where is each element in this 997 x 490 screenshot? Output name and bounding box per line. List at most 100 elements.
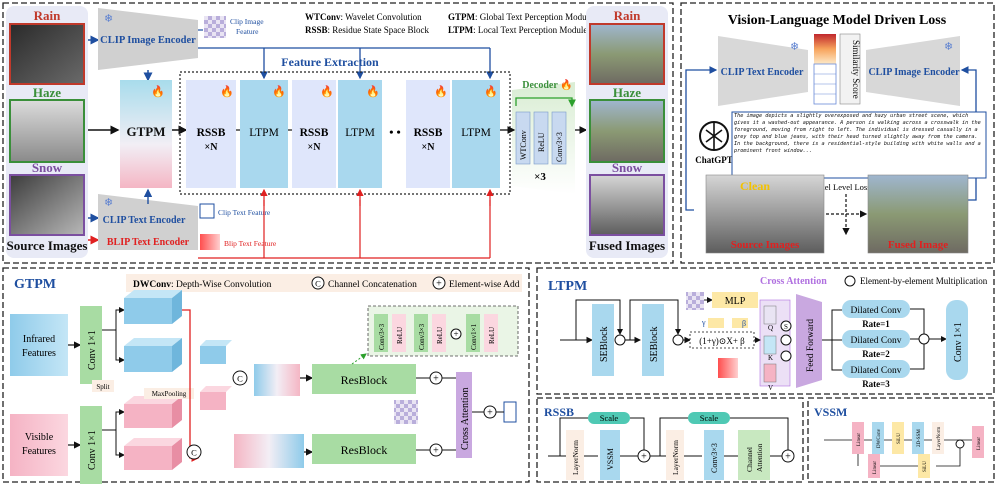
dilated-conv-2 [842,330,910,348]
snowflake-icon: ❄ [944,41,953,53]
times-3-label: ×3 [534,171,546,183]
decoder-wtconv-label: WTConv [519,130,528,160]
conv1x1-ir-label: Conv 1×1 [87,330,98,370]
rssb-panel-title: RSSB [544,405,574,419]
fused-label-snow: Snow [612,160,643,175]
source-label-rain: Rain [34,8,62,23]
maxpooling-label: MaxPooling [152,390,187,398]
dilated-conv-3-label: Dilated Conv [851,366,902,376]
rssb-vssm-label: VSSM [606,448,615,470]
svg-text:WTConv: Wavelet Convolution: WTConv: Wavelet Convolution [305,12,422,22]
vssm-linear-1 [852,422,864,454]
vssm-panel: VSSM Linear DWConv SiLU 2D-SSM LayerNorm… [807,397,995,483]
ellipsis: • • [389,125,400,139]
infrared-features-label-1: Infrared [23,334,55,345]
blip-text-feature-icon [200,234,220,250]
fire-icon: 🔥 [220,85,234,98]
scale-label-2: Scale [700,413,719,423]
gtpm-block [120,80,172,188]
vssm-mult-node [955,439,965,449]
clip-image-encoder-label: CLIP Image Encoder [100,35,196,46]
detail-pointer [351,353,367,365]
legend-rssb-desc: : Residue State Space Block [328,25,430,35]
source-images-caption: Source Images [6,238,87,253]
beta-box [732,318,748,328]
feed-forward-block [796,294,822,388]
rssb-block [186,80,236,188]
split-label: Split [96,383,109,391]
fire-icon: 🔥 [366,85,380,98]
v-label: V [768,384,773,392]
resblock-detail-relu-2: ReLU [436,327,444,344]
decoder-skip-arrow [515,97,576,108]
mlp-label: MLP [725,296,746,307]
rate-1-label: Rate=1 [862,319,890,329]
similarity-score-bar: Similarity Score [813,33,861,105]
legend-dwconv-desc: : Depth-Wise Convolution [171,280,272,290]
pixel-level-loss-label: Pixel Level Loss [813,182,870,192]
legend-wtconv-key: WTConv [305,12,341,22]
q-label: Q [768,324,773,332]
chatgpt-label: ChatGPT [695,155,733,165]
resblock-2 [312,434,416,464]
dilated-conv-2-label: Dilated Conv [851,336,902,346]
ltpm-block [338,80,382,188]
rssb-layernorm-1-label: LayerNorm [571,440,580,475]
rssb-panel: RSSB Scale Scale LayerNorm VSSM + LayerN… [536,397,804,483]
fused-image-snow [589,174,665,236]
vssm-silu-1-label: SiLU [897,433,902,444]
clip-image-feature-icon [204,16,226,38]
rssb-add-1-plus: + [641,452,647,463]
mult-node-1 [614,334,626,346]
gamma-box [708,318,724,328]
fused-label-haze: Haze [613,85,641,100]
decoder-relu [533,111,549,165]
similarity-score-label: Similarity Score [851,40,861,99]
gamma-label: γ [701,318,706,327]
resblock-1-label: ResBlock [341,373,388,387]
ltpm-skip-1 [575,299,623,340]
fire-icon: 🔥 [484,85,498,98]
snowflake-icon: ❄ [104,13,113,25]
fire-icon: 🔥 [272,85,286,98]
rssb-ltpm-pair-2: 🔥 RSSB ×N 🔥 LTPM [292,80,382,188]
vssm-2dssm-label: 2D-SSM [917,429,922,447]
vssm-silu-2-label: SiLU [923,461,928,472]
fused-label-rain: Rain [614,8,642,23]
visible-features-label-1: Visible [25,432,54,443]
rssb-label: RSSB [414,127,443,139]
rssb-block [292,80,336,188]
rssb-channel-attention-label-1: Channel [745,447,754,472]
conv1x1-ir [80,306,102,384]
feed-forward-label: Feed Forward [806,319,816,372]
source-image-rain [9,23,85,85]
clip-image-feature-label-1: Clip Image [230,17,264,26]
ltpm-ff-fanout [822,309,842,371]
vlm-clip-image-encoder-label: CLIP Image Encoder [868,67,960,78]
blip-text-feature-label: Blip Text Feature [224,239,277,248]
ltpm-conv1x1-label: Conv 1×1 [953,322,964,362]
vlm-fused-image-label: Fused Image [888,239,948,251]
times-n-label: ×N [308,142,322,153]
seblock-1-label: SEBlock [599,326,610,362]
vssm-linear-2-label: Linear [873,461,878,474]
fire-icon: 🔥 [434,85,448,98]
ltpm-skip-2 [629,299,681,340]
clip-text-feature-icon [199,203,215,219]
resblock-detail-relu: ReLU [396,327,404,344]
concat-node-2 [186,444,202,460]
text-feature-icon [503,401,517,423]
resblock-skip-wires [416,377,456,451]
vlm-fused-image [867,174,969,254]
ltpm-legend-mult: Element-by-element Multiplication [860,276,988,286]
vssm-2dssm [912,422,924,454]
ltpm-cross-attention-title: Cross Attention [760,276,827,287]
pipeline-panel: Rain Haze Snow Source Images ❄ CLIP Imag… [2,2,674,264]
rssb-label: RSSB [300,127,329,139]
seblock-1 [592,304,614,376]
conv1x1-vis-label: Conv 1×1 [87,430,98,470]
svg-text:LTPM: Local Text Perception Mo: LTPM: Local Text Perception Module [448,25,587,35]
ltpm-label: LTPM [345,127,375,139]
blip-text-encoder-block [98,232,198,250]
rssb-conv3x3 [704,430,724,480]
